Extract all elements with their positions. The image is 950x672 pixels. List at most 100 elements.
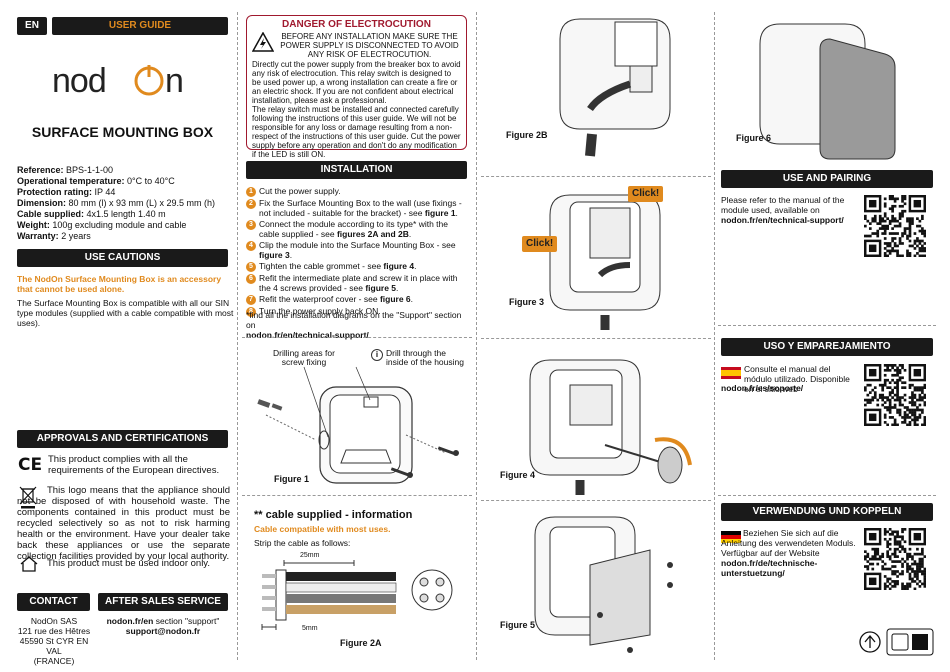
figure-5-illustration xyxy=(520,505,700,655)
step-number-icon: 3 xyxy=(246,220,256,230)
qr-code-de[interactable] xyxy=(864,528,927,591)
step-figure-ref: figures 2A and 2B xyxy=(336,229,409,239)
step-text-body: Connect the module according to its type… xyxy=(259,219,448,239)
figure-6-label: Figure 6 xyxy=(736,133,772,143)
step-text: Refit the intermediate plate and screw i… xyxy=(259,273,468,293)
installation-note-link[interactable]: nodon.fr/en/technical-support/ xyxy=(246,330,369,340)
spec-value: 4x1.5 length 1.40 m xyxy=(84,209,166,219)
cable-dim-5mm: 5mm xyxy=(302,625,318,632)
use-en-link[interactable]: nodon.fr/en/technical-support/ xyxy=(721,215,844,225)
after-sales-link[interactable]: nodon.fr/en xyxy=(106,616,154,626)
step-figure-ref: figure 6 xyxy=(379,294,411,304)
spec-value: 2 years xyxy=(58,231,91,241)
cautions-highlight: The NodOn Surface Mounting Box is an acc… xyxy=(17,274,222,295)
cable-subheading: Cable compatible with most uses. xyxy=(254,524,391,534)
approvals-heading: APPROVALS AND CERTIFICATIONS xyxy=(17,430,228,448)
recycling-icon xyxy=(858,630,882,654)
step-text: Refit the waterproof cover - see figure … xyxy=(259,294,413,305)
cable-strip-instruction: Strip the cable as follows: xyxy=(254,538,351,548)
step-text: Cut the power supply. xyxy=(259,186,341,197)
spain-flag-icon xyxy=(721,367,741,379)
step-number-icon: 2 xyxy=(246,199,256,209)
step-text: Clip the module into the Surface Mountin… xyxy=(259,240,468,260)
installation-heading: INSTALLATION xyxy=(246,161,467,179)
installation-note-text: *find all the installation diagrams on t… xyxy=(246,310,462,330)
step-number-icon: 1 xyxy=(246,187,256,197)
step-text-body: Refit the waterproof cover - see xyxy=(259,294,380,304)
svg-text:n: n xyxy=(165,62,184,100)
support-email[interactable]: support@nodon.fr xyxy=(125,626,201,636)
step-text-end: . xyxy=(414,261,417,271)
step-text-end: . xyxy=(410,294,414,304)
spec-label: Protection rating: xyxy=(17,187,93,197)
spec-label: Warranty: xyxy=(17,231,59,241)
high-voltage-icon xyxy=(251,31,275,52)
germany-flag-icon xyxy=(721,531,741,543)
after-sales-heading: AFTER SALES SERVICE xyxy=(98,593,228,611)
user-guide-header: USER GUIDE xyxy=(52,17,228,35)
figure-1-label: Figure 1 xyxy=(274,474,310,484)
nodon-logo: nod n xyxy=(52,62,192,102)
use-de-heading: VERWENDUNG UND KOPPELN xyxy=(721,503,933,521)
spec-row: Protection rating: IP 44 xyxy=(17,187,237,198)
qr-code-en[interactable] xyxy=(864,195,927,258)
cautions-heading: USE CAUTIONS xyxy=(17,249,228,267)
use-en-body: Please refer to the manual of the module… xyxy=(721,195,845,215)
step-figure-ref: figure 4 xyxy=(383,261,415,271)
danger-box: DANGER OF ELECTROCUTION BEFORE ANY INSTA… xyxy=(246,15,467,159)
danger-lead: BEFORE ANY INSTALLATION MAKE SURE THE PO… xyxy=(280,32,459,59)
info-icon: i xyxy=(371,349,383,361)
after-sales-info: nodon.fr/en section "support" support@no… xyxy=(98,616,228,636)
step-text-body: Fix the Surface Mounting Box to the wall… xyxy=(259,198,462,218)
spec-value: 80 mm (l) x 93 mm (L) x 29.5 mm (h) xyxy=(66,198,216,208)
use-es-link[interactable]: nodon.fr/es/soporte/ xyxy=(721,383,804,393)
use-es-text: Consulte el manual del módulo utilizado.… xyxy=(744,364,850,394)
spec-row: Cable supplied: 4x1.5 length 1.40 m xyxy=(17,209,237,220)
svg-text:nod: nod xyxy=(52,62,106,100)
step-text-body: Tighten the cable grommet - see xyxy=(259,261,384,271)
spec-value: 100g excluding module and cable xyxy=(49,220,187,230)
figure-1-illustration xyxy=(246,345,470,485)
after-sales-section: section "support" xyxy=(153,616,220,626)
spec-value: 0°C to 40°C xyxy=(124,176,175,186)
step-text-body: Turn the power supply back ON. xyxy=(259,306,381,316)
weee-text: This logo means that the appliance shoul… xyxy=(17,485,230,562)
figure-4-illustration xyxy=(510,345,700,495)
spec-label: Reference: xyxy=(17,165,64,175)
spec-row: Reference: BPS-1-1-00 xyxy=(17,165,237,176)
step-text: Tighten the cable grommet - see figure 4… xyxy=(259,261,417,272)
contact-heading: CONTACT xyxy=(17,593,90,611)
step-number-icon: 5 xyxy=(246,262,256,272)
step-text-body: Clip the module into the Surface Mountin… xyxy=(259,240,456,250)
spec-row: Warranty: 2 years xyxy=(17,231,237,242)
step-text: Turn the power supply back ON. xyxy=(259,306,381,317)
ce-text: This product complies with all the requi… xyxy=(48,454,220,477)
spec-label: Dimension: xyxy=(17,198,67,208)
cable-diagram xyxy=(254,550,464,640)
use-en-text: Please refer to the manual of the module… xyxy=(721,195,856,225)
step-text: Fix the Surface Mounting Box to the wall… xyxy=(259,198,468,218)
figure-1-callout-drill: Drilling areas for screw fixing xyxy=(273,348,335,367)
use-de-link[interactable]: nodon.fr/de/technische-unterstuetzung/ xyxy=(721,558,818,578)
figure-1-callout-housing: Drill through the inside of the housing xyxy=(386,348,464,367)
figure-2a-label: Figure 2A xyxy=(340,638,382,648)
figure-4-label: Figure 4 xyxy=(500,470,536,480)
spec-value: BPS-1-1-00 xyxy=(63,165,114,175)
figure-2b-illustration xyxy=(530,14,680,159)
ce-mark-icon: CE xyxy=(18,455,43,475)
qr-code-es[interactable] xyxy=(864,364,927,427)
cautions-text: The Surface Mounting Box is compatible w… xyxy=(17,298,234,329)
click-badge-left: Click! xyxy=(522,236,558,252)
figure-5-label: Figure 5 xyxy=(500,620,536,630)
indoor-text: This product must be used indoor only. xyxy=(47,558,210,569)
